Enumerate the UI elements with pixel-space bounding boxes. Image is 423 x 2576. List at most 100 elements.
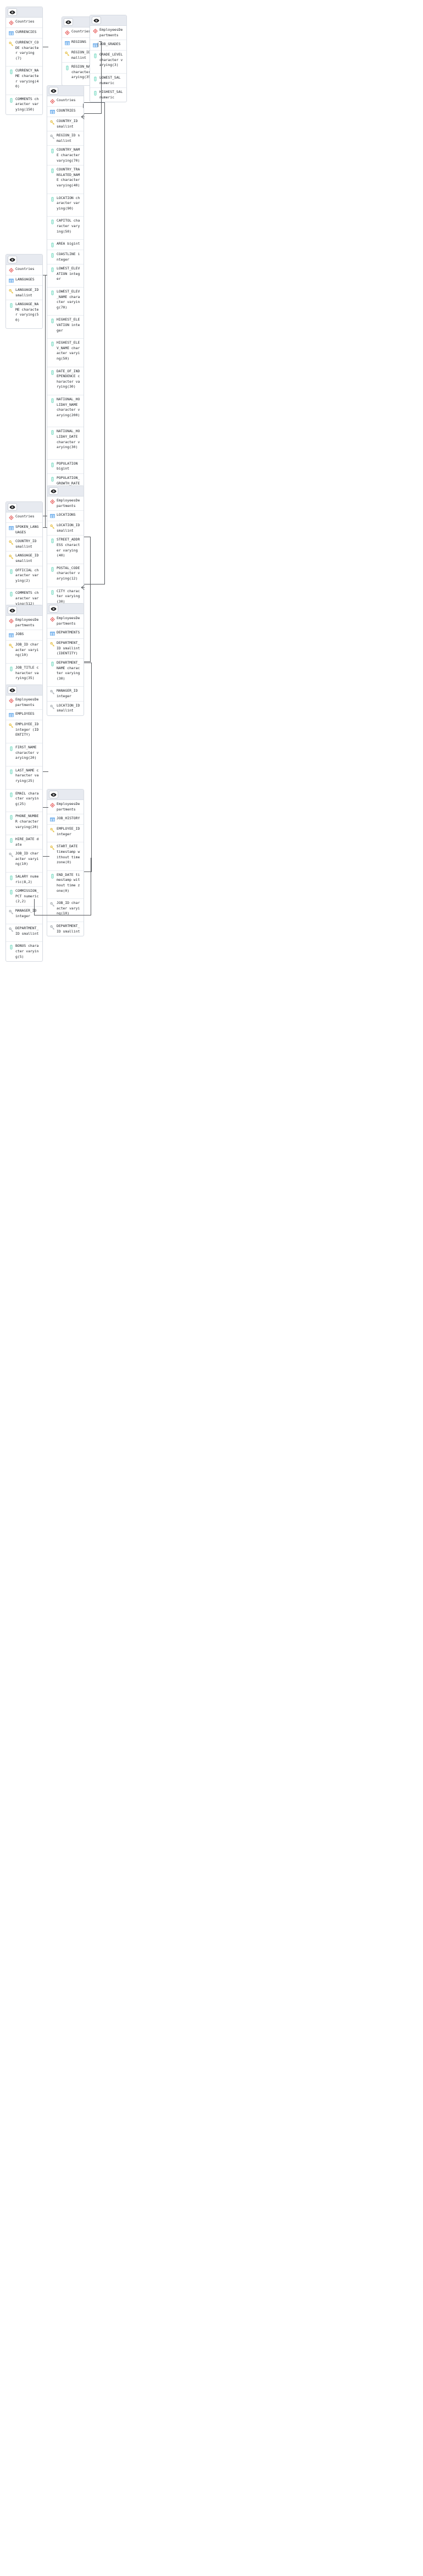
column-row[interactable]: OFFICIAL character varying(2) (6, 566, 42, 589)
column-icon (8, 792, 14, 798)
entity-table-row[interactable]: LANGUAGES (6, 275, 42, 286)
column-row[interactable]: DEPARTMENT_ID smallint (47, 922, 84, 936)
column-row[interactable]: EMPLOYEE_ID integer (IDENTITY) (6, 720, 42, 743)
connector-employees-jobs (43, 771, 48, 772)
column-row[interactable]: FIRST_NAME character varying(20) (6, 743, 42, 766)
column-row[interactable]: CURRENCY_CODE character varying(7) (6, 38, 42, 67)
entity-table-row[interactable]: SPOKEN_LANGUAGES (6, 523, 42, 538)
column-label: DEPARTMENT_ID smallint (57, 923, 80, 934)
entity-table-row[interactable]: COUNTRIES (47, 107, 84, 117)
column-row[interactable]: COMMENTS character varying(150) (6, 95, 42, 114)
column-row[interactable]: DEPARTMENT_ID smallint (IDENTITY) (47, 639, 84, 659)
column-row[interactable]: END_DATE timestamp without time zone(0) (47, 871, 84, 900)
visibility-toggle-button[interactable] (49, 791, 58, 798)
column-row[interactable]: COUNTRY_NAME character varying(70) (47, 146, 84, 166)
entity-table-label: REGIONS (71, 40, 86, 44)
entity-schema-label: EmployeesDepartments (15, 697, 39, 707)
entity-table-row[interactable]: LOCATIONS (47, 511, 84, 522)
column-row[interactable]: BONUS character varying(5) (6, 942, 42, 961)
column-row[interactable]: COUNTRY_TRANSLATED_NAME character varyin… (47, 166, 84, 194)
visibility-toggle-button[interactable] (8, 256, 17, 263)
entity-table-row[interactable]: REGIONS (62, 38, 98, 48)
column-label: LANGUAGE_ID smallint (15, 288, 41, 297)
column-row[interactable]: LOCATION character varying(90) (47, 194, 84, 217)
column-row[interactable]: HIGHEST_ELEVATION integer (47, 316, 84, 339)
column-row[interactable]: EMAIL character varying(25) (6, 790, 42, 813)
column-row[interactable]: LOWEST_SAL numeric (90, 74, 126, 89)
visibility-toggle-button[interactable] (8, 686, 17, 694)
entity-table-row[interactable]: JOB_GRADES (90, 40, 126, 51)
visibility-toggle-button[interactable] (8, 606, 17, 614)
column-icon (49, 168, 55, 174)
column-row[interactable]: LOWEST_ELEVATION integer (47, 264, 84, 288)
column-row[interactable]: LANGUAGE_ID smallint (6, 286, 42, 301)
column-row[interactable]: LOCATION_ID smallint (47, 521, 84, 536)
entity-table-row[interactable]: JOB_HISTORY (47, 814, 84, 825)
column-icon (8, 769, 14, 775)
column-row[interactable]: STREET_ADDRESS character varying(40) (47, 536, 84, 564)
column-icon (8, 746, 14, 752)
column-row[interactable]: NATIONAL_HOLIDAY_NAME character varying(… (47, 395, 84, 428)
column-row[interactable]: LOWEST_ELEV_NAME character varying(70) (47, 288, 84, 316)
column-row[interactable]: AREA bigint (47, 240, 84, 251)
column-row[interactable]: CURRENCY_NAME character varying(40) (6, 67, 42, 95)
column-row[interactable]: LANGUAGE_ID smallint (6, 551, 42, 566)
column-row[interactable]: START_DATE timestamp without time zone(0… (47, 842, 84, 871)
column-row[interactable]: LOCATION_ID smallint (47, 702, 84, 715)
column-row[interactable]: LANGUAGE_NAME character varying(50) (6, 300, 42, 328)
column-row[interactable]: DEPARTMENT_ID smallint (6, 924, 42, 942)
column-row[interactable]: HIRE_DATE date (6, 835, 42, 850)
column-row[interactable]: POSTAL_CODE character varying(12) (47, 564, 84, 587)
column-row[interactable]: POPULATION bigint (47, 460, 84, 474)
column-row[interactable]: MANAGER_ID integer (6, 907, 42, 925)
column-row[interactable]: HIGHEST_ELEV_NAME character varying(50) (47, 339, 84, 367)
foreign-key-icon (49, 901, 55, 907)
column-row[interactable]: MANAGER_ID integer (47, 687, 84, 702)
column-row[interactable]: JOB_ID character varying(10) (6, 850, 42, 873)
visibility-toggle-button[interactable] (49, 605, 58, 613)
visibility-toggle-button[interactable] (8, 8, 17, 16)
column-label: NATIONAL_HOLIDAY_NAME character varying(… (57, 396, 80, 417)
column-row[interactable]: DEPARTMENT_NAME character varying(30) (47, 659, 84, 687)
column-row[interactable]: SALARY numeric(8,2) (6, 873, 42, 887)
primary-key-icon (8, 722, 14, 729)
column-row[interactable]: COASTLINE integer (47, 250, 84, 265)
column-row[interactable]: HIGHEST_SAL numeric (90, 88, 126, 102)
column-row[interactable]: COMMISSION_PCT numeric(2,2) (6, 887, 42, 907)
column-row[interactable]: CAPITOL character varying(50) (47, 217, 84, 240)
column-row[interactable]: EMPLOYEE_ID integer (47, 825, 84, 843)
entity-table-row[interactable]: DEPARTMENTS (47, 628, 84, 639)
column-row[interactable]: COMMENTS character varying(512) (6, 589, 42, 608)
column-label: EMPLOYEE_ID integer (IDENTITY) (15, 722, 41, 737)
column-row[interactable]: PHONE_NUMBER character varying(20) (6, 812, 42, 836)
column-row[interactable]: NATIONAL_HOLIDAY_DATE character varying(… (47, 427, 84, 460)
column-row[interactable]: JOB_ID character varying(10) (47, 899, 84, 922)
visibility-toggle-button[interactable] (49, 87, 58, 95)
column-row[interactable]: LAST_NAME character varying(25) (6, 766, 42, 790)
column-row[interactable]: COUNTRY_ID smallint (6, 537, 42, 552)
column-row[interactable]: COUNTRY_ID smallint (47, 117, 84, 132)
column-label: DEPARTMENT_ID smallint (IDENTITY) (57, 641, 82, 656)
visibility-toggle-button[interactable] (64, 18, 73, 26)
visibility-toggle-button[interactable] (92, 16, 101, 24)
visibility-toggle-button[interactable] (49, 487, 58, 495)
column-icon (49, 267, 55, 273)
visibility-toggle-button[interactable] (8, 503, 17, 511)
entity-table-row[interactable]: CURRENCIES (6, 28, 42, 38)
column-row[interactable]: DATE_OF_INDEPENDENCE character varying(3… (47, 367, 84, 395)
column-row[interactable]: REGION_ID smallint (47, 131, 84, 146)
column-row[interactable]: JOB_TITLE character varying(35) (6, 664, 42, 687)
entity-table-row[interactable]: JOBS (6, 630, 42, 641)
column-label: OFFICIAL character varying(2) (15, 567, 39, 583)
column-row[interactable]: JOB_ID character varying(10) (6, 641, 42, 664)
column-icon (64, 65, 70, 71)
entity-table-row[interactable]: EMPLOYEES (6, 710, 42, 721)
column-row[interactable]: GRADE_LEVEL character varying(3) (90, 51, 126, 74)
